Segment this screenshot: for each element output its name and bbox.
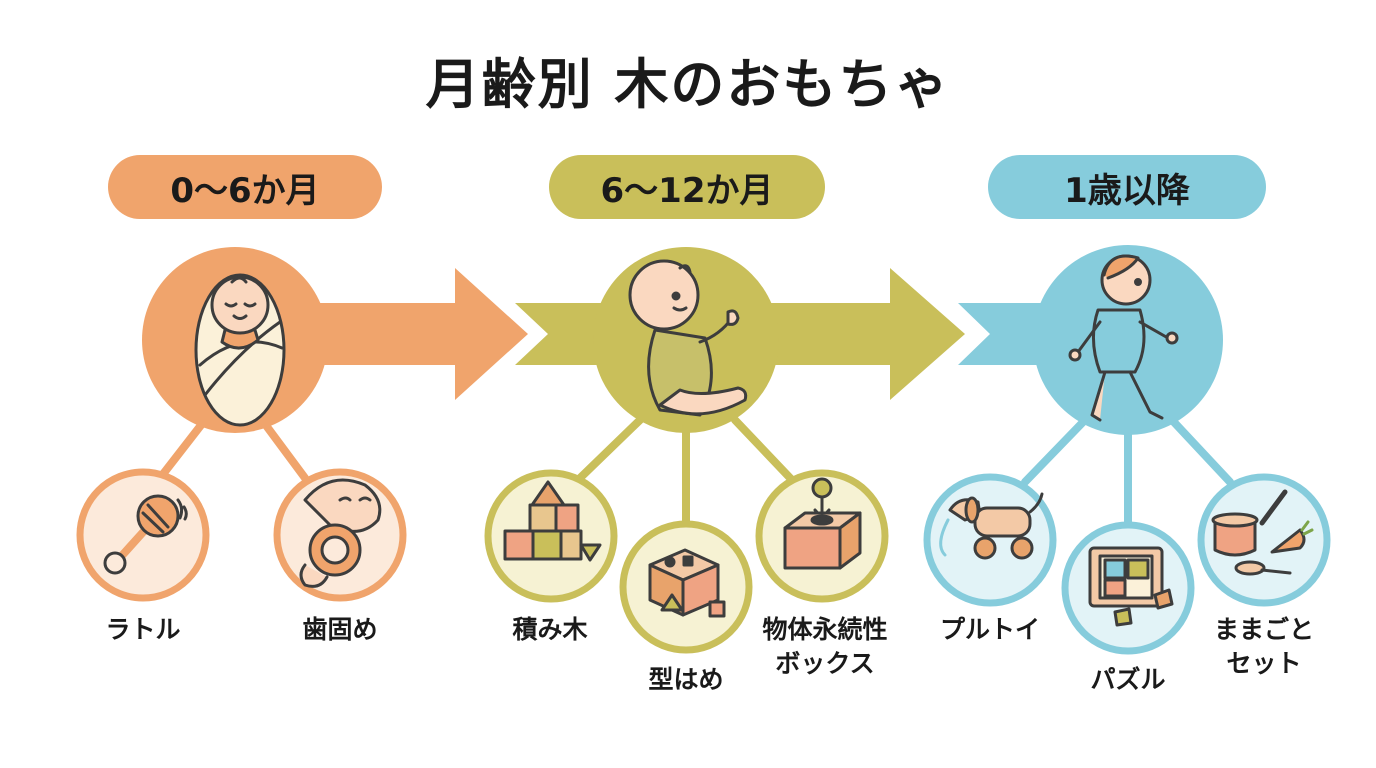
toy-label-rattle: ラトル [105,615,181,644]
toy-label-puzzle: パズル [1090,665,1166,694]
toy-label-shape-sorter: 型はめ [648,665,724,694]
stage-pill-1-year-plus: 1歳以降 [988,155,1266,219]
connector-line [156,416,209,482]
puzzle-icon [1088,546,1174,627]
arrow-1 [300,268,528,400]
toy-circle-kitchen [1197,473,1331,607]
toy-label-pull-toy: プルトイ [939,615,1040,644]
toy-label-kitchen-line2: セット [1226,649,1302,678]
connector-line [574,416,644,484]
building-blocks-icon [503,480,602,562]
stage-pill-0-6-months: 0〜6か月 [108,155,382,219]
toy-label-object-box-line1: 物体永続性 [762,615,888,644]
connector-line [731,416,796,484]
pull-toy-dog-icon [939,492,1044,560]
shape-sorter-icon [648,548,726,618]
page-title: 月齢別 木のおもちゃ [425,53,951,116]
toy-label-object-box-line2: ボックス [775,649,875,678]
sitting-baby-icon [628,259,748,417]
play-kitchen-set-icon [1211,489,1314,576]
walking-toddler-icon [1068,254,1179,422]
object-permanence-box-icon [783,477,862,570]
toy-label-teether: 歯固め [302,615,378,644]
connector-line [258,416,309,482]
connector-line [1021,416,1089,486]
toy-label-kitchen-line1: ままごと [1213,615,1314,644]
connector-line [1168,416,1234,486]
rattle-icon [103,494,188,575]
swaddled-baby-icon [194,273,286,427]
teether-icon [299,478,382,588]
toy-label-blocks: 積み木 [512,615,588,644]
stage-pill-6-12-months: 6〜12か月 [549,155,825,219]
